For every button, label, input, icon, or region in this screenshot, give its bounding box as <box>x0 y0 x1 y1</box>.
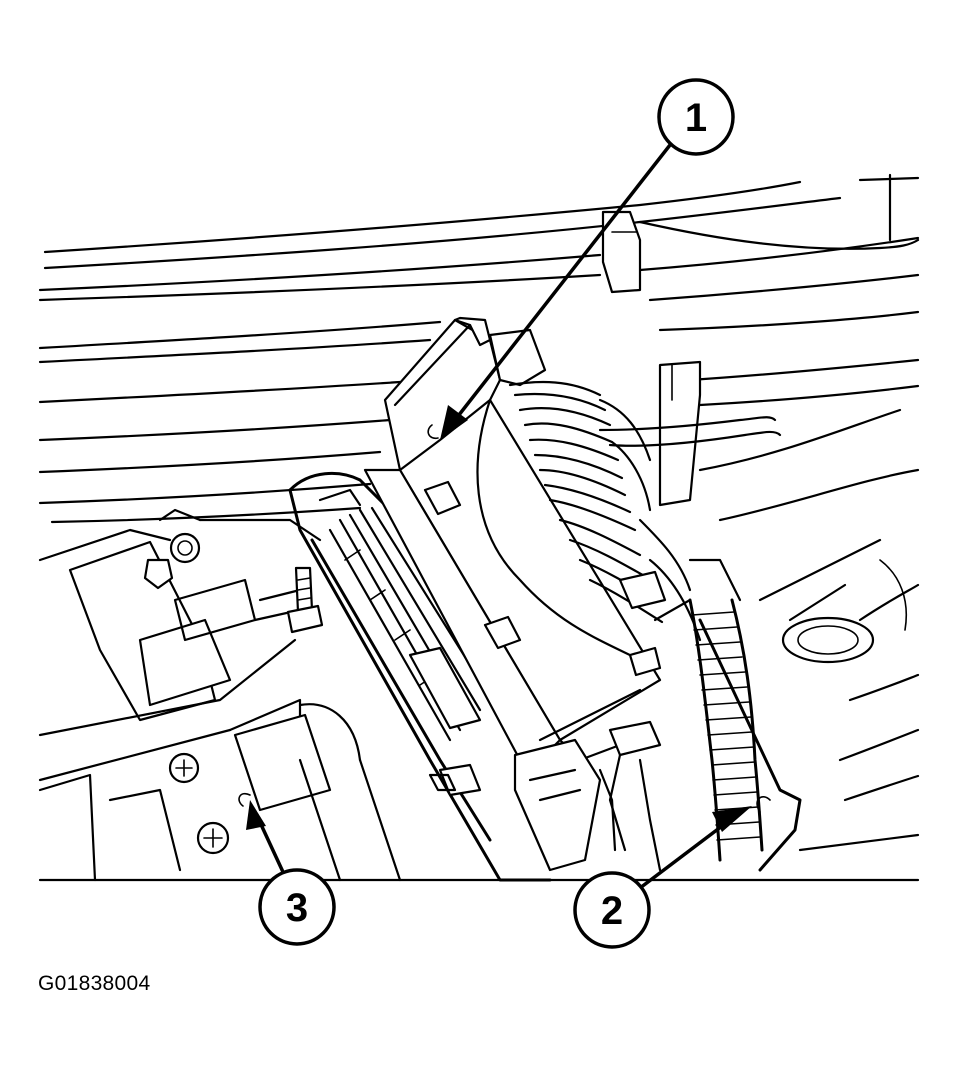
right-bracket <box>658 360 702 507</box>
callout-1-label: 1 <box>685 96 707 140</box>
panel-tab <box>601 210 642 294</box>
lower-region-lines <box>38 758 920 882</box>
callout-1: 1 <box>440 78 735 440</box>
wire-bundle <box>508 380 782 642</box>
figure-code: G01838004 <box>38 972 151 995</box>
callout-2: 2 <box>573 806 752 949</box>
callout-2-label: 2 <box>601 889 623 933</box>
right-engine-parts <box>698 408 920 852</box>
battery-area <box>38 508 362 882</box>
callout-3: 3 <box>246 800 336 946</box>
battery-stud <box>286 566 324 634</box>
callout-3-label: 3 <box>286 886 308 930</box>
upper-panel-lines <box>38 173 920 524</box>
